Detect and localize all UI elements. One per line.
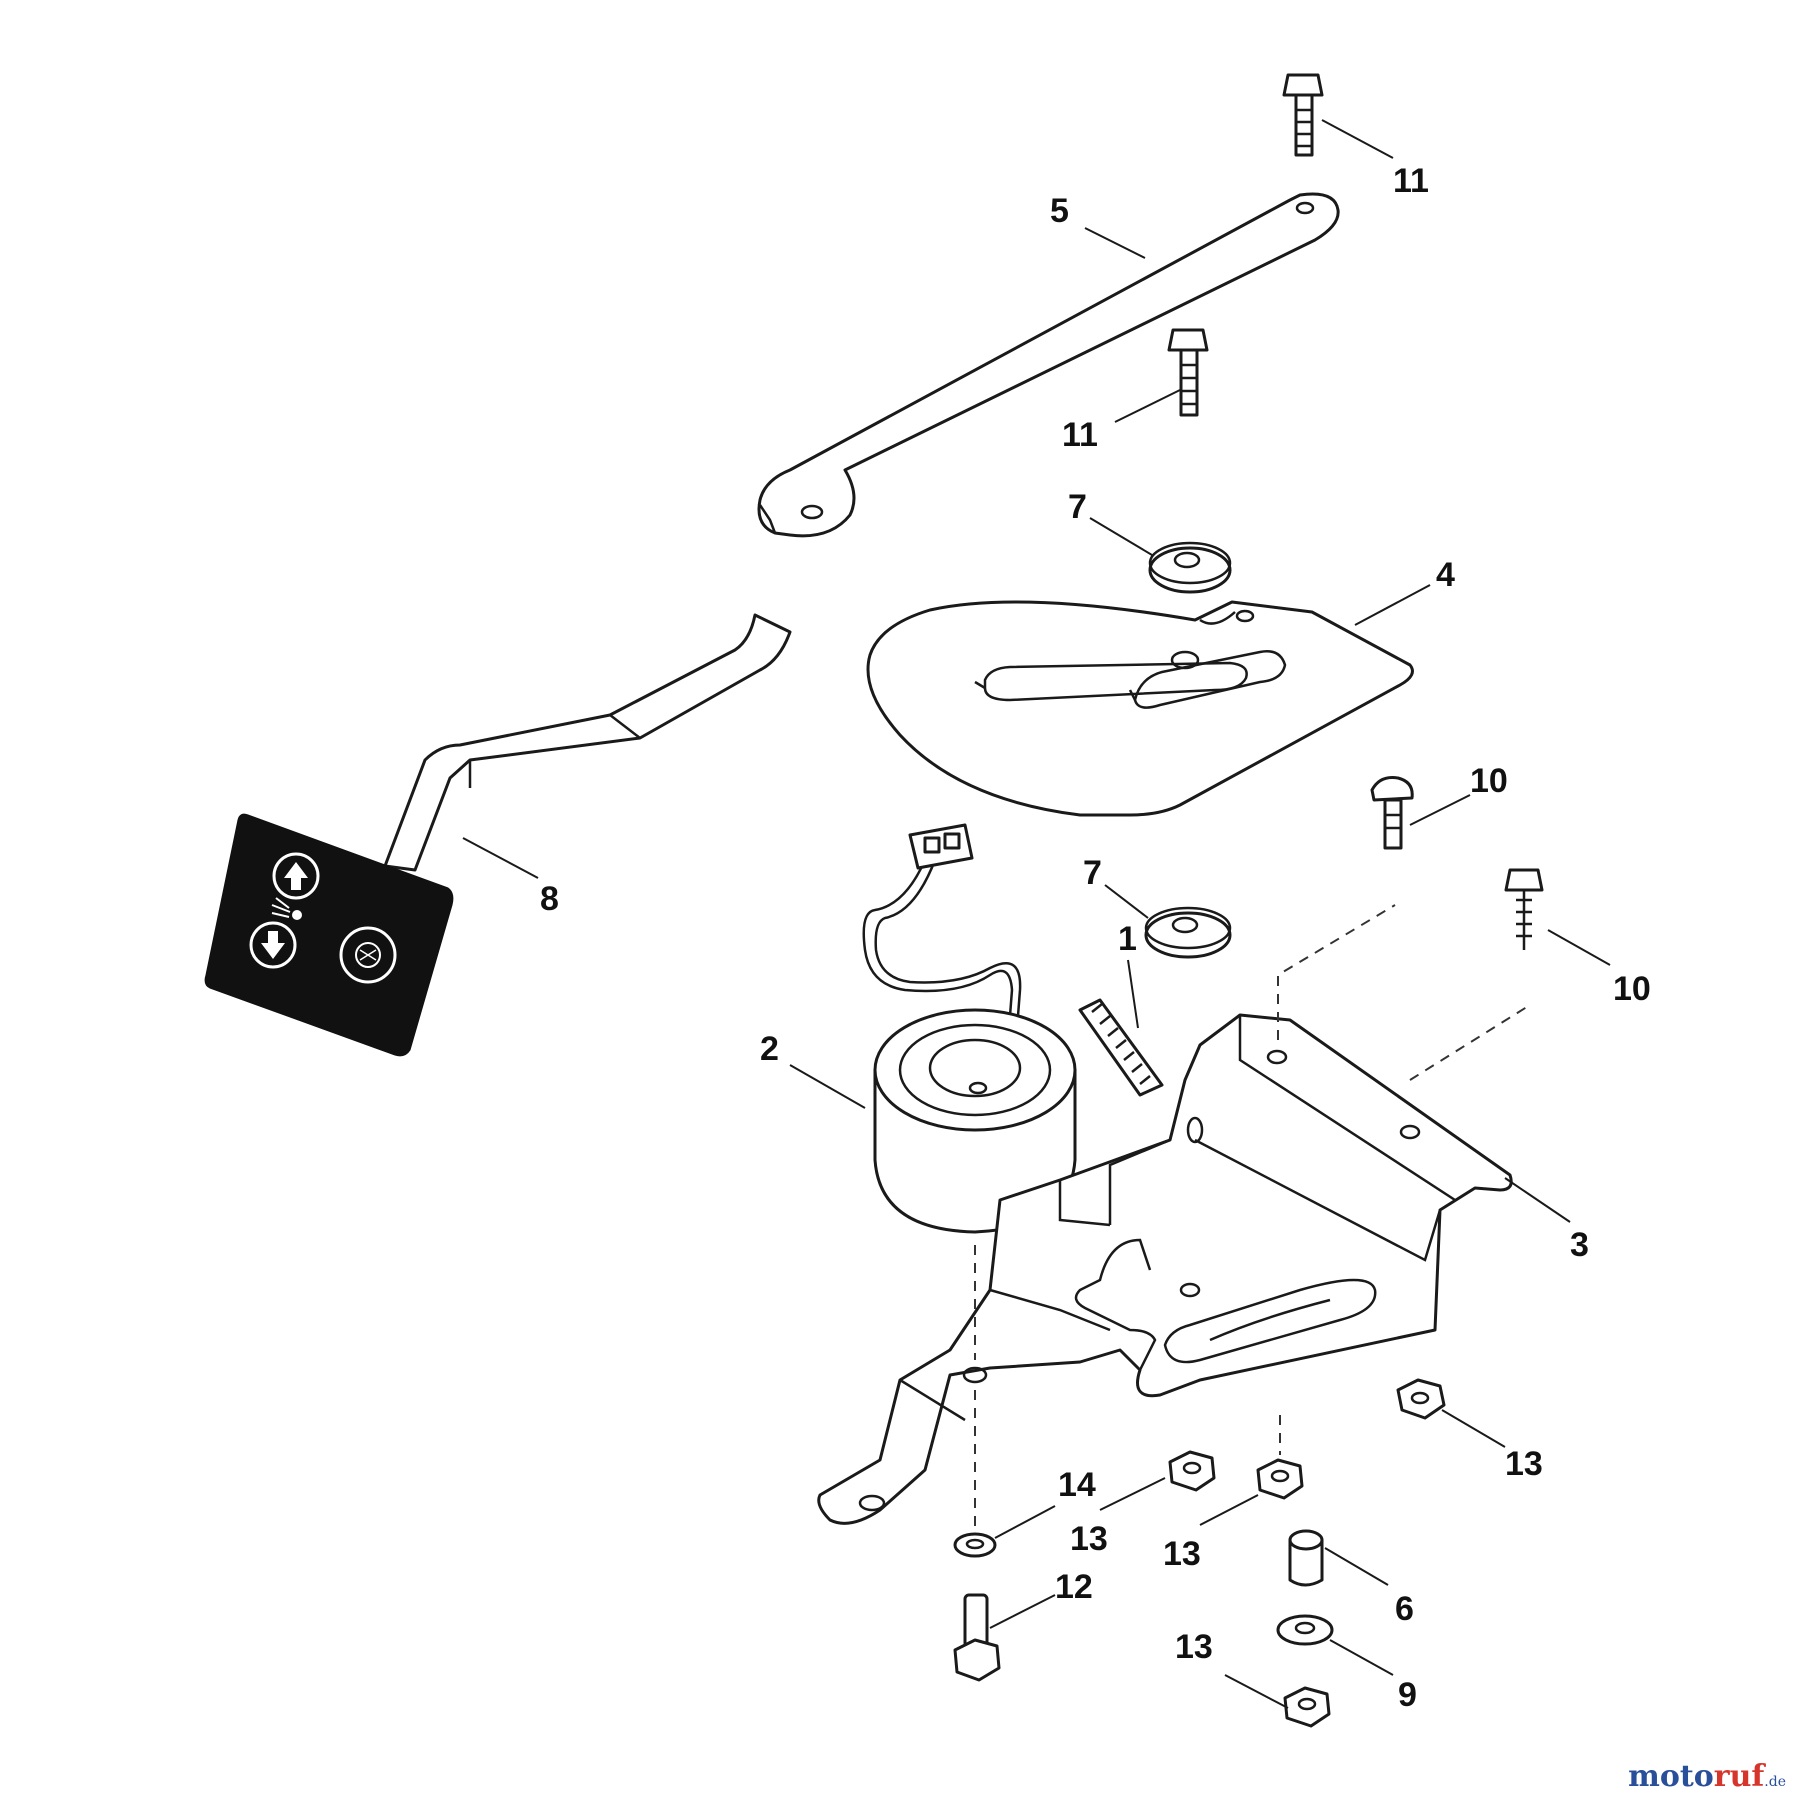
part-11-bolt-top <box>1282 73 1324 157</box>
callout-labels: 1 2 3 4 5 6 7 7 8 9 10 10 11 11 12 13 13… <box>540 162 1651 1714</box>
callout-11-lower: 11 <box>1062 416 1098 454</box>
indicator-light-icon <box>271 897 302 920</box>
arrow-up-button-icon <box>272 852 320 900</box>
control-panel <box>204 813 454 1057</box>
part-9-washer <box>1276 1614 1334 1646</box>
callout-10-upper: 10 <box>1470 762 1508 800</box>
callout-9: 9 <box>1398 1676 1417 1714</box>
part-11-bolt-middle <box>1167 328 1209 417</box>
lamp-button-icon <box>339 926 397 984</box>
part-13-nut-right <box>1396 1378 1446 1420</box>
callout-6: 6 <box>1395 1590 1414 1628</box>
callout-3: 3 <box>1570 1226 1589 1264</box>
assembly-lines <box>974 904 1531 1530</box>
callout-7-upper: 7 <box>1068 488 1087 526</box>
part-2-solenoid <box>862 823 1077 1234</box>
callout-12: 12 <box>1055 1568 1093 1606</box>
part-13-nut-center <box>1256 1458 1304 1500</box>
callout-4: 4 <box>1436 556 1455 594</box>
watermark-part-2: ruf <box>1713 1759 1765 1794</box>
part-1-spring <box>1078 998 1164 1097</box>
part-3-bracket <box>817 1013 1513 1525</box>
callout-13-right: 13 <box>1505 1445 1543 1483</box>
wire-connector-icon <box>908 823 974 870</box>
callout-14: 14 <box>1058 1466 1096 1504</box>
part-12-bolt <box>953 1593 1001 1682</box>
part-10-bolt-upper <box>1370 776 1414 850</box>
part-7-spacer-lower <box>1144 906 1232 959</box>
watermark-logo: motoruf.de <box>1628 1759 1786 1794</box>
part-6-spacer <box>1288 1529 1324 1587</box>
callout-1: 1 <box>1118 920 1137 958</box>
leader-lines <box>462 119 1611 1709</box>
part-8-switch-bracket <box>383 613 792 872</box>
part-5-link-arm <box>757 192 1340 538</box>
callout-8: 8 <box>540 880 559 918</box>
part-4-plate <box>866 600 1414 817</box>
watermark-part-1: moto <box>1628 1759 1714 1794</box>
arrow-down-button-icon <box>249 921 297 969</box>
callout-11-upper: 11 <box>1393 162 1429 200</box>
part-13-nut-bottom <box>1283 1686 1331 1728</box>
callout-5: 5 <box>1050 192 1069 230</box>
part-10-bolt-lower <box>1504 868 1544 950</box>
callout-10-lower: 10 <box>1613 970 1651 1008</box>
part-13-nut-center-left <box>1168 1450 1216 1492</box>
callout-13-bottom: 13 <box>1175 1628 1213 1666</box>
part-7-spacer-upper <box>1148 541 1232 594</box>
callout-13-center: 13 <box>1163 1535 1201 1573</box>
callout-2: 2 <box>760 1030 779 1068</box>
callout-7-lower: 7 <box>1083 854 1102 892</box>
callout-13-left: 13 <box>1070 1520 1108 1558</box>
part-14-washer <box>953 1532 997 1558</box>
watermark-part-3: .de <box>1764 1774 1786 1790</box>
